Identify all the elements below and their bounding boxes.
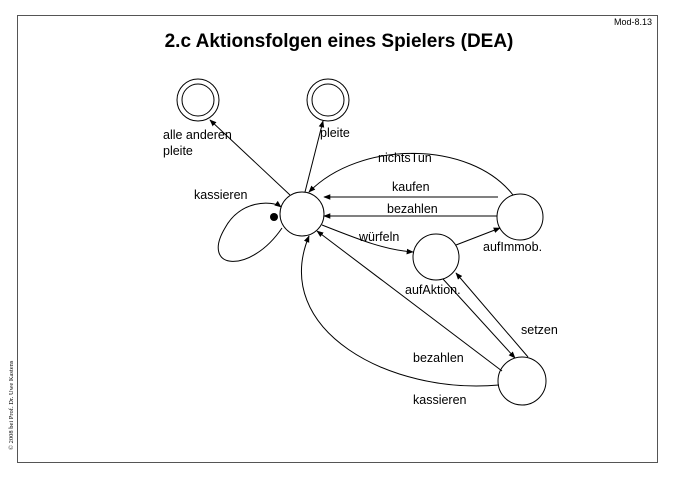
edge-kassieren-bottom: [301, 235, 500, 387]
edge-nichtstun: [308, 152, 514, 196]
edge-bezahlen-bottom: [316, 230, 503, 372]
state-auf-aktion: [412, 233, 460, 281]
edge-aktion-to-bottom: [442, 278, 516, 359]
label-aufimmob: aufImmob.: [483, 240, 542, 254]
label-bezahlen-bottom: bezahlen: [413, 351, 464, 365]
edge-wuerfeln: [321, 224, 414, 255]
state-bottom: [497, 356, 547, 406]
state-pleite: [306, 78, 350, 122]
edge-to-alle-anderen: [209, 119, 291, 196]
label-wuerfeln: würfeln: [358, 230, 399, 244]
label-setzen: setzen: [521, 323, 558, 337]
start-marker: [270, 213, 278, 221]
slide-id: Mod-8.13: [613, 17, 652, 27]
label-alle-anderen-2: pleite: [163, 144, 193, 158]
page-title: 2.c Aktionsfolgen eines Spielers (DEA): [164, 31, 514, 52]
slide-frame: [17, 15, 658, 463]
label-kaufen: kaufen: [392, 180, 430, 194]
label-kassieren-loop: kassieren: [194, 188, 248, 202]
label-alle-anderen-1: alle anderen: [163, 128, 232, 142]
edge-to-pleite: [304, 120, 325, 193]
state-auf-immob: [496, 193, 544, 241]
state-start: [279, 191, 325, 237]
loop-kassieren: [217, 200, 283, 262]
label-pleite: pleite: [320, 126, 350, 140]
label-bezahlen-top: bezahlen: [387, 202, 438, 216]
state-alle-anderen-pleite: [176, 78, 220, 122]
label-kassieren-bottom: kassieren: [413, 393, 467, 407]
edge-aktion-to-immob: [455, 227, 501, 246]
label-nichtstun: nichtsTun: [378, 151, 432, 165]
label-aufaktion: aufAktion.: [405, 283, 461, 297]
edge-setzen: [455, 272, 529, 358]
